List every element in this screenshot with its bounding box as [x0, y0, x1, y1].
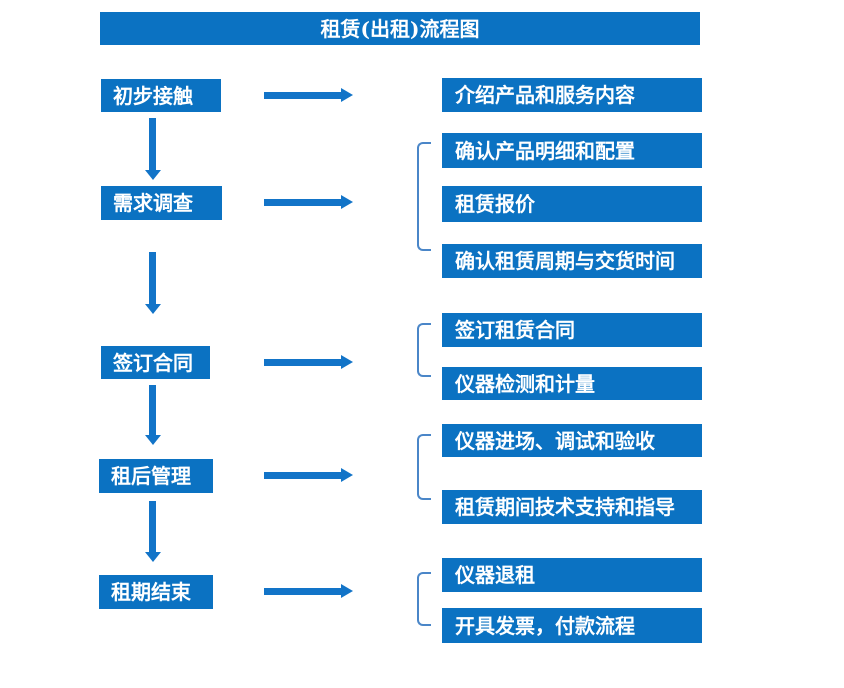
detail-box-instrument-return: 仪器退租 [442, 558, 702, 592]
step-box-demand-survey: 需求调查 [101, 186, 222, 220]
step-box-post-rental-management: 租后管理 [99, 459, 213, 493]
group-bracket [417, 434, 431, 500]
right-arrow-icon [264, 88, 353, 102]
right-arrow-icon [264, 584, 353, 598]
flowchart-title: 租赁(出租)流程图 [100, 12, 700, 45]
right-arrow-icon [264, 468, 353, 482]
right-arrow-icon [264, 195, 353, 209]
detail-box-invoice-payment: 开具发票，付款流程 [442, 608, 702, 643]
detail-box-introduce-products: 介绍产品和服务内容 [442, 78, 702, 112]
detail-box-sign-rental-contract: 签订租赁合同 [442, 313, 702, 347]
down-arrow-icon [144, 252, 161, 314]
group-bracket [417, 323, 431, 377]
detail-box-instrument-setup-acceptance: 仪器进场、调试和验收 [442, 424, 702, 457]
down-arrow-icon [144, 385, 161, 445]
detail-box-rental-quote: 租赁报价 [442, 186, 702, 222]
detail-box-instrument-inspection: 仪器检测和计量 [442, 367, 702, 400]
detail-box-confirm-product-config: 确认产品明细和配置 [442, 133, 702, 168]
group-bracket [417, 572, 431, 626]
step-box-initial-contact: 初步接触 [101, 79, 221, 112]
detail-box-technical-support: 租赁期间技术支持和指导 [442, 490, 702, 524]
group-bracket [417, 142, 431, 251]
down-arrow-icon [144, 118, 161, 180]
down-arrow-icon [144, 501, 161, 562]
step-box-rental-end: 租期结束 [99, 575, 213, 609]
step-box-sign-contract: 签订合同 [101, 346, 210, 379]
detail-box-confirm-period-delivery: 确认租赁周期与交货时间 [442, 244, 702, 278]
right-arrow-icon [264, 355, 353, 369]
